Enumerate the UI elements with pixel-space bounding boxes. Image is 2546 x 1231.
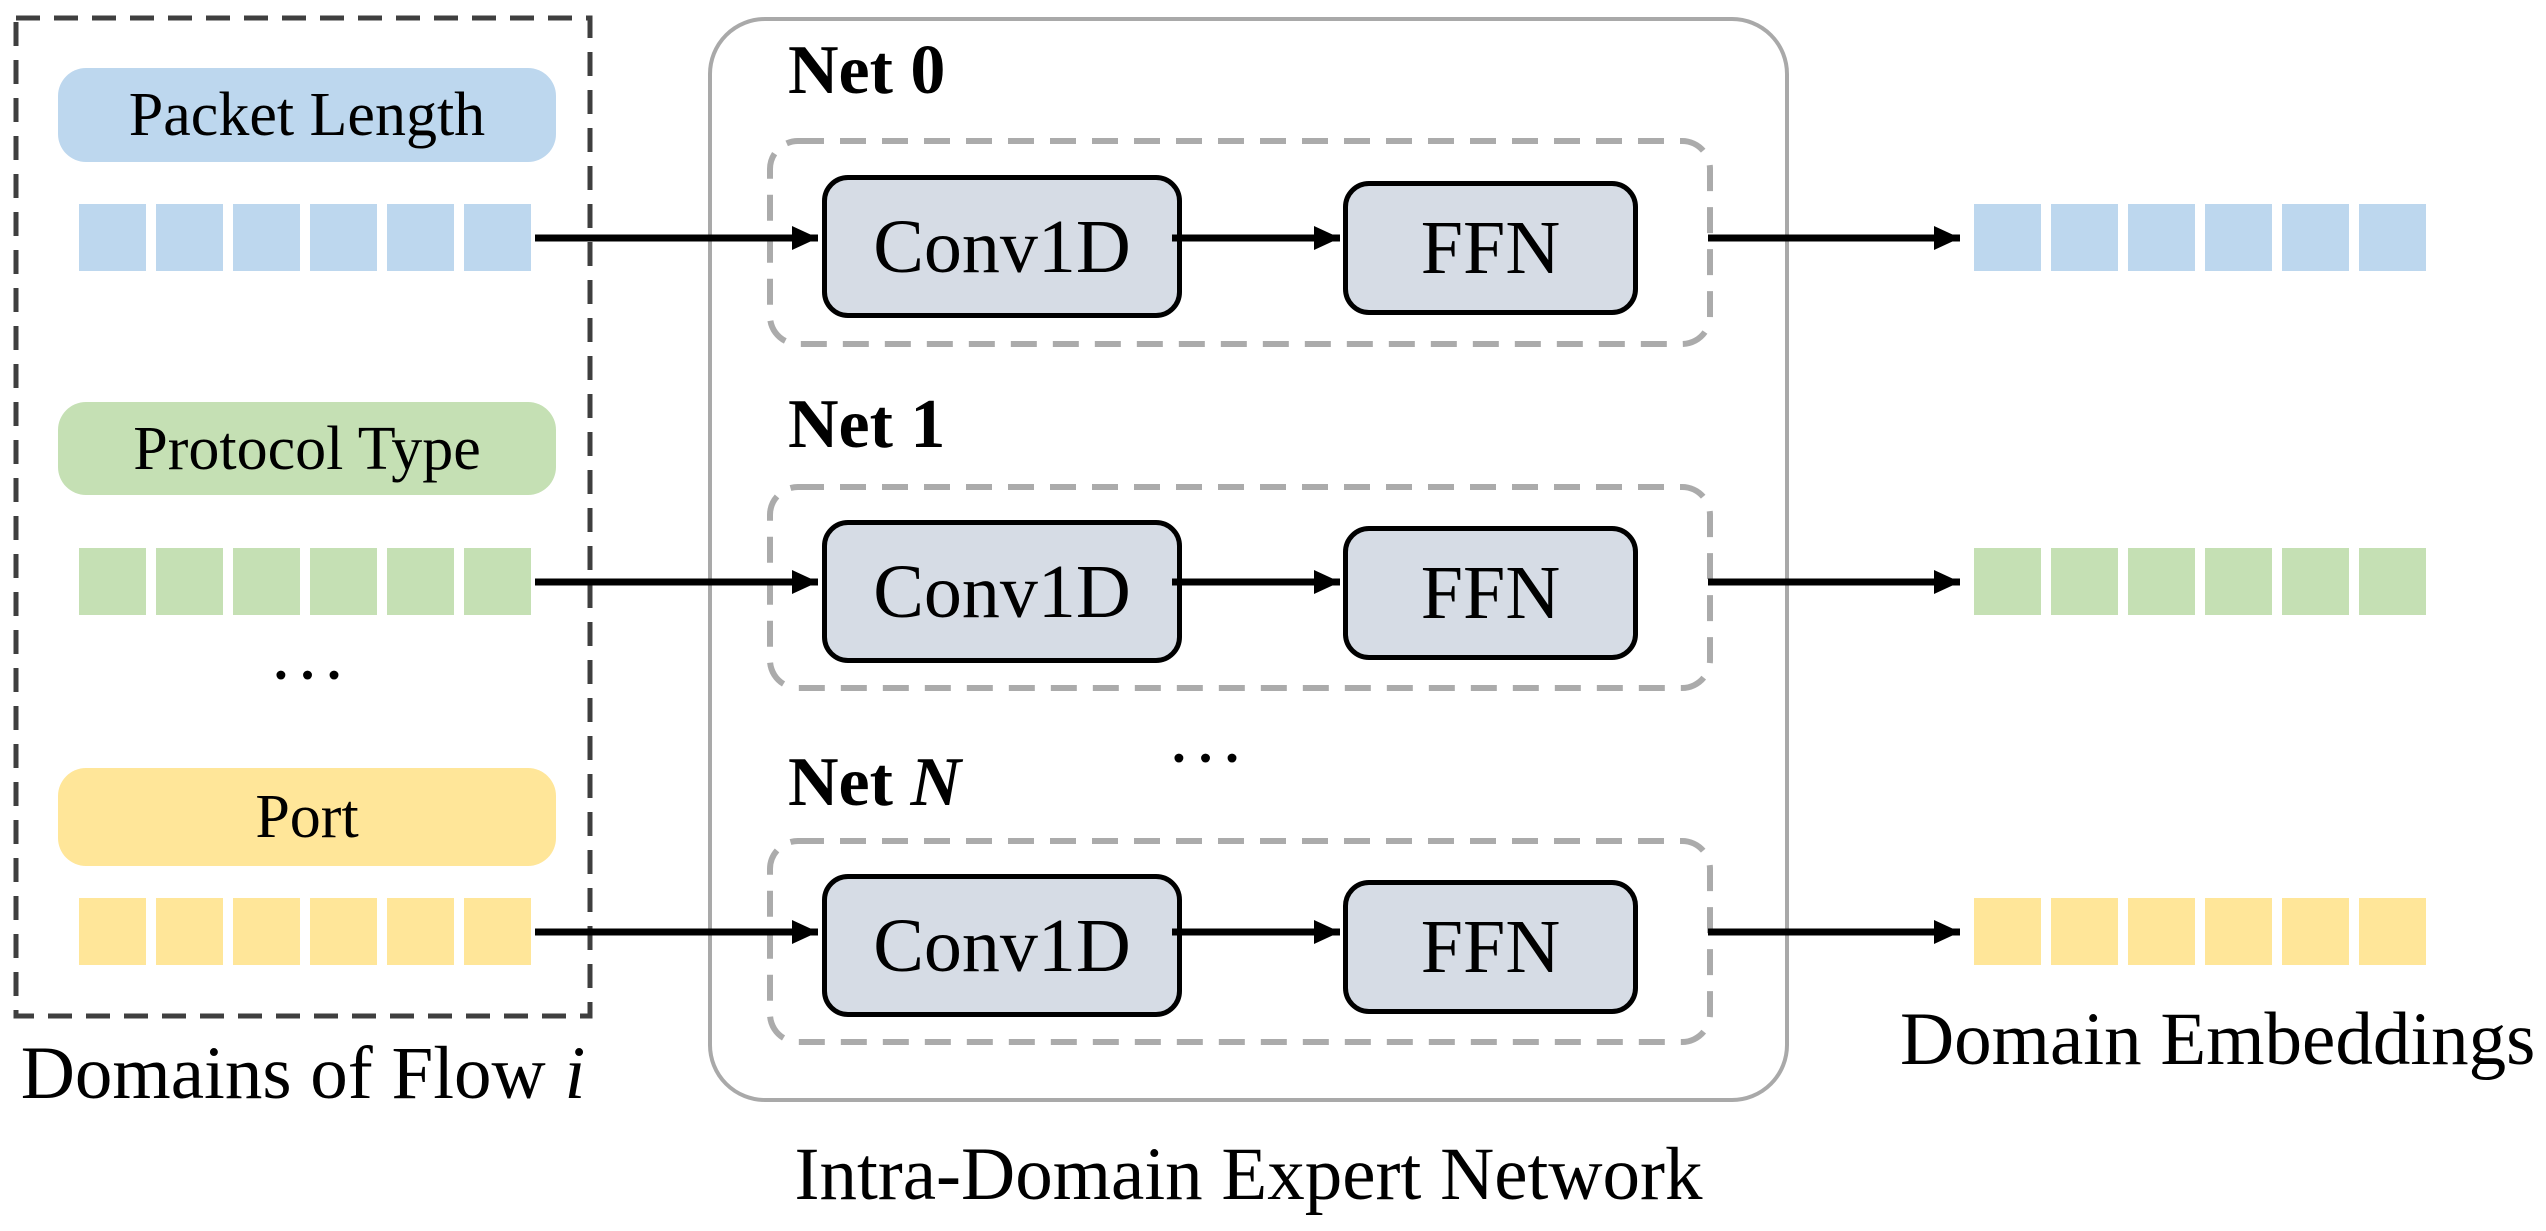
embedding-cell — [2359, 898, 2426, 965]
embedding-cell — [2128, 548, 2195, 615]
net0-ffn-box: FFN — [1343, 181, 1638, 315]
embedding-cell — [387, 548, 454, 615]
conv1d-label: Conv1D — [873, 903, 1131, 988]
output-row-protocol-type — [1974, 548, 2426, 615]
embedding-cell — [464, 898, 531, 965]
embedding-cell — [233, 204, 300, 271]
embedding-cell — [2128, 204, 2195, 271]
embedding-cell — [2051, 898, 2118, 965]
domain-pill-label: Protocol Type — [133, 414, 481, 483]
net-label-italic: N — [910, 744, 961, 821]
embedding-cell — [310, 548, 377, 615]
flow-domains-dashed-box — [13, 15, 593, 1019]
embedding-cell — [156, 898, 223, 965]
embedding-cell — [1974, 548, 2041, 615]
net-label-text: Net — [788, 744, 911, 821]
output-row-port — [1974, 898, 2426, 965]
embedding-cell — [2205, 898, 2272, 965]
domain-pill-label: Packet Length — [128, 81, 486, 149]
embedding-cell — [310, 898, 377, 965]
netN-ffn-box: FFN — [1343, 880, 1638, 1014]
embedding-row-packet-length — [79, 204, 531, 271]
netN-conv1d-box: Conv1D — [822, 874, 1182, 1017]
embedding-cell — [2205, 204, 2272, 271]
net0-label: Net 0 — [788, 36, 945, 106]
net-label-text: Net 1 — [788, 386, 946, 463]
embedding-cell — [2282, 548, 2349, 615]
embedding-cell — [156, 204, 223, 271]
embedding-cell — [2051, 548, 2118, 615]
embedding-cell — [2359, 204, 2426, 271]
embedding-cell — [464, 548, 531, 615]
ffn-label: FFN — [1420, 206, 1561, 290]
embedding-row-port — [79, 898, 531, 965]
domain-pill-packet-length: Packet Length — [58, 68, 556, 162]
net1-label: Net 1 — [788, 390, 945, 460]
ellipsis-dots-left: ••• — [275, 658, 355, 694]
embedding-cell — [2282, 898, 2349, 965]
embedding-cell — [2051, 204, 2118, 271]
embedding-cell — [1974, 898, 2041, 965]
conv1d-label: Conv1D — [873, 204, 1131, 289]
embedding-cell — [2359, 548, 2426, 615]
embedding-cell — [310, 204, 377, 271]
ffn-label: FFN — [1420, 905, 1561, 989]
ffn-label: FFN — [1420, 551, 1561, 635]
net0-conv1d-box: Conv1D — [822, 175, 1182, 318]
caption-italic-i: i — [564, 1032, 586, 1115]
embedding-cell — [233, 898, 300, 965]
embedding-cell — [79, 898, 146, 965]
embedding-cell — [79, 548, 146, 615]
caption-domain-embeddings: Domain Embeddings — [1900, 998, 2536, 1081]
domain-pill-port: Port — [58, 768, 556, 866]
net1-conv1d-box: Conv1D — [822, 520, 1182, 663]
embedding-cell — [156, 548, 223, 615]
caption-domains-of-flow: Domains of Flow i — [0, 1032, 606, 1116]
embedding-cell — [2282, 204, 2349, 271]
ellipsis-dots-center: ••• — [1173, 741, 1253, 777]
embedding-cell — [1974, 204, 2041, 271]
embedding-cell — [387, 898, 454, 965]
embedding-row-protocol-type — [79, 548, 531, 615]
netN-label: Net N — [788, 748, 961, 818]
embedding-cell — [2205, 548, 2272, 615]
embedding-cell — [79, 204, 146, 271]
embedding-cell — [387, 204, 454, 271]
conv1d-label: Conv1D — [873, 549, 1131, 634]
caption-intra-domain-expert-network: Intra-Domain Expert Network — [794, 1133, 1703, 1216]
embedding-cell — [464, 204, 531, 271]
caption-text: Domains of Flow — [20, 1032, 565, 1115]
embedding-cell — [2128, 898, 2195, 965]
embedding-cell — [233, 548, 300, 615]
net1-ffn-box: FFN — [1343, 526, 1638, 660]
output-row-packet-length — [1974, 204, 2426, 271]
domain-pill-label: Port — [255, 783, 359, 851]
net-label-text: Net 0 — [788, 32, 946, 109]
domain-pill-protocol-type: Protocol Type — [58, 402, 556, 495]
